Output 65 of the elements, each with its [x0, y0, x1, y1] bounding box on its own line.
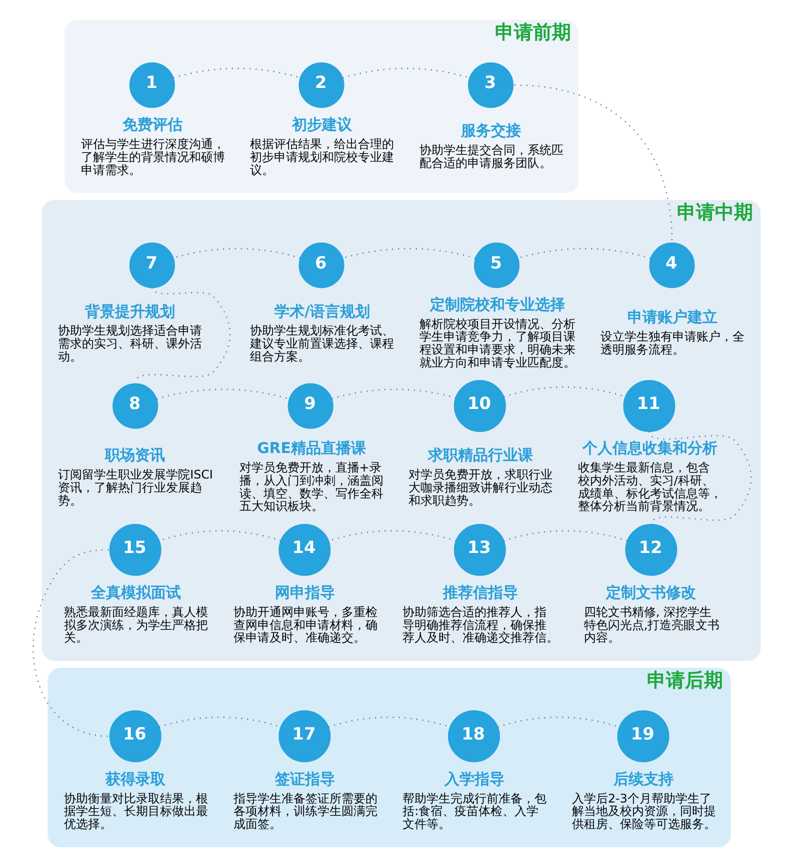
node-circle: 11: [622, 380, 675, 432]
node-label: 个人信息收集和分析: [582, 439, 717, 458]
node-label: 定制院校和专业选择: [429, 295, 564, 314]
node-label: 对学员免费开放，求职行业大咖录播细致讲解行业动态和求职趋势。: [408, 468, 552, 508]
node-circle: 15: [108, 524, 161, 576]
node-circle: 9: [287, 383, 333, 429]
node-circle: 2: [298, 62, 344, 108]
node-label: 熟悉最新面经题库，真人模拟多次演练，为学生严格把关。: [64, 604, 208, 645]
node-label: 入学指导: [444, 770, 504, 788]
node-label: GRE精品直播课: [256, 439, 366, 458]
node-circle: 6: [298, 242, 344, 288]
node-label: 帮助学生完成行前准备，包括:食宿、疫苗体检、入学文件等。: [402, 791, 546, 832]
connector: [331, 388, 456, 400]
node-label: 入学后2-3个月帮助学生了解当地及校内资源，同时提供租房、保险等可选服务。: [571, 791, 716, 832]
node-circle: 18: [447, 710, 500, 762]
connector: [648, 431, 752, 525]
connector: [502, 530, 627, 542]
connector: [156, 388, 289, 400]
node-circle: 19: [616, 710, 669, 762]
node-label: 协助学生规划选择适合申请需求的实习、科研、课外活动。: [58, 324, 202, 364]
node-label: 定制文书修改: [606, 583, 696, 602]
node-label: 申请账户建立: [626, 308, 717, 326]
node-label: 协助学生提交合同，系统匹配合适的申请服务团队。: [419, 143, 564, 170]
node-label: 网申指导: [274, 583, 334, 602]
node-label: 背景提升规划: [84, 302, 174, 320]
node-label: 全真模拟面试: [90, 583, 180, 602]
node-label: 对学员免费开放，直播+录播，从入门到冲刺，涵盖阅读、填空、数学、写作全科五大知识板块。: [238, 460, 383, 514]
node-label: 指导学生准备签证所需要的各项材料，训练学生圆满完成面签。: [232, 791, 377, 832]
node-circle: 10: [453, 380, 506, 432]
node-label: 获得录取: [105, 770, 166, 788]
node-label: 协助学生规划标准化考试、建议专业前置课选择、课程组合方案。: [250, 324, 394, 364]
node-label: 根据评估结果，给出合理的初步申请规划和院校专业建议。: [250, 137, 394, 177]
node-label: 评估与学生进行深度沟通，了解学生的背景情况和硕博申请需求。: [80, 137, 224, 177]
node-label: 职场资讯: [104, 446, 165, 464]
node-label: 协助筛选合适的推荐人，指导明确推荐信流程，确保推荐人及时、准确递交推荐信。: [402, 604, 558, 645]
node-circle: 7: [128, 242, 174, 288]
node-circle: 8: [112, 383, 158, 429]
node-label: 服务交接: [460, 122, 521, 140]
node-circle: 4: [648, 242, 694, 288]
node-circle: 1: [128, 62, 174, 108]
connector: [32, 549, 108, 737]
node-label: 收集学生最新信息，包含校内外活动、实习/科研、成绩单、标化考试信息等，整体分析当前背景情况。: [577, 460, 722, 514]
node-circle: 17: [278, 710, 330, 762]
node-label: 求职精品行业课: [427, 446, 532, 464]
node-label: 协助衡量对比录取结果，根据学生短、长期目标做出最优选择。: [64, 791, 208, 832]
node-label: 推荐信指导: [442, 583, 518, 602]
node-circle: 12: [624, 524, 677, 576]
node-label: 订阅留学生职业发展学院ISCI资讯，了解热门行业发展趋势。: [58, 468, 212, 508]
node-circle: 5: [473, 242, 520, 288]
node-label: 四轮文书精修, 深挖学生特色闪光点,打造亮眼文书内容。: [583, 604, 720, 645]
node-label: 协助开通网申账号，多重检查网申信息和申请材料，确保申请及时、准确递交。: [232, 604, 377, 645]
connector: [342, 68, 470, 78]
node-label: 学术/语言规划: [274, 302, 370, 320]
node-circle: 3: [468, 62, 514, 108]
connector: [514, 84, 672, 242]
node-label: 免费评估: [122, 116, 182, 134]
node-circle: 14: [278, 524, 330, 576]
node-label: 后续支持: [613, 770, 674, 788]
node-label: 解析院校项目开设情况、分析学生申请竞争力，了解项目课程设置和申请要求，明确未来就业方向和申请专业匹配度。: [419, 316, 576, 370]
node-circle: 16: [108, 710, 161, 762]
node-label: 初步建议: [291, 116, 352, 134]
node-circle: 13: [453, 524, 506, 576]
node-label: 设立学生独有申请账户，全透明服务流程。: [600, 330, 744, 357]
node-label: 签证指导: [274, 770, 334, 788]
connector: [172, 68, 300, 78]
